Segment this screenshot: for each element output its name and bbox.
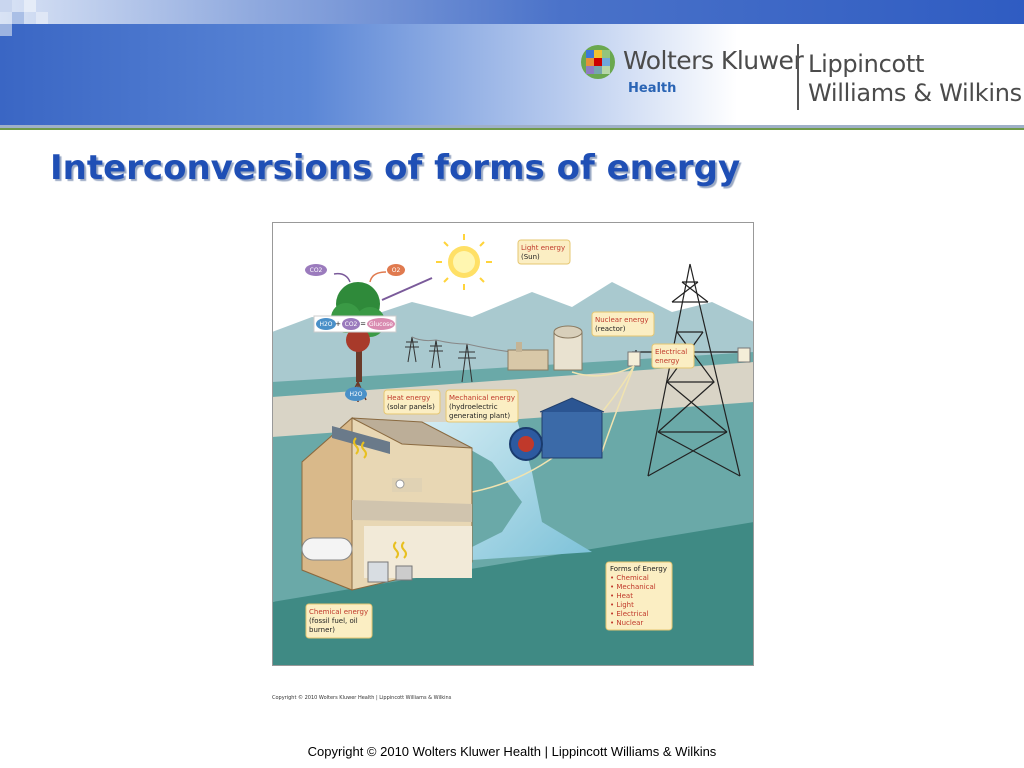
label-mechanical-energy: Mechanical energy (hydroelectric generat… xyxy=(445,389,519,423)
energy-interconversion-diagram: CO2 O2 H2O + CO2 = Glucose H2O xyxy=(272,222,754,666)
forms-heading: Forms of Energy xyxy=(610,565,667,573)
equation-glucose: Glucose xyxy=(369,321,393,328)
wolters-kluwer-logo-icon xyxy=(581,45,615,79)
forms-of-energy-legend: Forms of Energy • Chemical • Mechanical … xyxy=(605,561,673,631)
diagram-frame xyxy=(272,222,754,666)
chemical-energy-sub1: (fossil fuel, oil xyxy=(309,617,358,625)
co2-badge: CO2 xyxy=(305,264,327,276)
slide-title: Interconversions of forms of energy xyxy=(50,148,741,188)
sun-to-tree-arrow xyxy=(381,277,433,301)
forms-item: • Light xyxy=(610,601,634,609)
o2-arrow xyxy=(369,271,387,283)
header-divider-line xyxy=(0,125,1024,128)
house-cutaway xyxy=(301,416,473,591)
forms-item: • Nuclear xyxy=(610,619,643,627)
heat-waves-upper xyxy=(353,437,367,459)
brand-divider xyxy=(797,44,799,110)
label-chemical-energy: Chemical energy (fossil fuel, oil burner… xyxy=(305,603,373,639)
equation-plus: + xyxy=(335,320,341,328)
nuclear-reactor-icon xyxy=(507,325,583,371)
electrical-insulators xyxy=(627,347,751,367)
equation-h2o: H2O xyxy=(319,321,332,328)
nuclear-energy-title: Nuclear energy xyxy=(595,316,649,324)
mechanical-energy-title: Mechanical energy xyxy=(449,394,515,402)
partner-brand: Lippincott Williams & Wilkins xyxy=(808,50,1022,108)
forms-item: • Electrical xyxy=(610,610,649,618)
electrical-energy-sub: energy xyxy=(655,357,679,365)
figure-copyright: Copyright © 2010 Wolters Kluwer Health |… xyxy=(272,695,452,701)
chemical-energy-sub2: burner) xyxy=(309,626,335,634)
label-light-energy: Light energy (Sun) xyxy=(517,239,571,265)
o2-label: O2 xyxy=(392,267,401,274)
photosynthesis-equation: H2O + CO2 = Glucose xyxy=(313,315,397,333)
light-energy-title: Light energy xyxy=(521,244,565,252)
root-h2o-label: H2O xyxy=(349,391,362,398)
light-energy-sub: (Sun) xyxy=(521,253,540,261)
electrical-energy-title: Electrical xyxy=(655,348,687,356)
mechanical-energy-sub2: generating plant) xyxy=(449,412,510,420)
power-line-towers-small xyxy=(405,336,533,383)
slide-header-banner: Wolters Kluwer Health Lippincott William… xyxy=(0,0,1024,128)
root-h2o-badge: H2O xyxy=(345,387,367,401)
oil-burner xyxy=(367,561,389,583)
heat-waves-lower xyxy=(393,541,407,559)
label-heat-energy: Heat energy (solar panels) xyxy=(383,389,441,415)
o2-badge: O2 xyxy=(387,264,405,276)
equation-co2: CO2 xyxy=(345,321,358,328)
nuclear-energy-sub: (reactor) xyxy=(595,325,626,333)
brand-division: Health xyxy=(628,81,677,96)
forms-item: • Chemical xyxy=(610,574,649,582)
oil-tank xyxy=(301,537,353,561)
co2-arrow xyxy=(333,272,351,283)
partner-brand-line2: Williams & Wilkins xyxy=(808,79,1022,107)
hydroelectric-plant-icon xyxy=(509,397,605,461)
forms-item: • Mechanical xyxy=(610,583,656,591)
large-transmission-tower xyxy=(632,263,748,477)
header-top-bar xyxy=(0,0,1024,24)
chemical-energy-title: Chemical energy xyxy=(309,608,368,616)
brand-name: Wolters Kluwer xyxy=(623,46,804,75)
mechanical-energy-sub1: (hydroelectric xyxy=(449,403,498,411)
sun-icon xyxy=(436,234,492,290)
label-electrical-energy: Electrical energy xyxy=(651,343,695,369)
header-accent-line xyxy=(0,128,1024,130)
forms-item: • Heat xyxy=(610,592,633,600)
label-nuclear-energy: Nuclear energy (reactor) xyxy=(591,311,655,337)
heat-energy-sub: (solar panels) xyxy=(387,403,435,411)
solar-panel xyxy=(332,426,390,454)
equation-equals: = xyxy=(360,320,366,328)
co2-label: CO2 xyxy=(310,267,323,274)
heat-energy-title: Heat energy xyxy=(387,394,430,402)
footer-copyright: Copyright © 2010 Wolters Kluwer Health |… xyxy=(307,744,717,759)
partner-brand-line1: Lippincott xyxy=(808,50,925,78)
